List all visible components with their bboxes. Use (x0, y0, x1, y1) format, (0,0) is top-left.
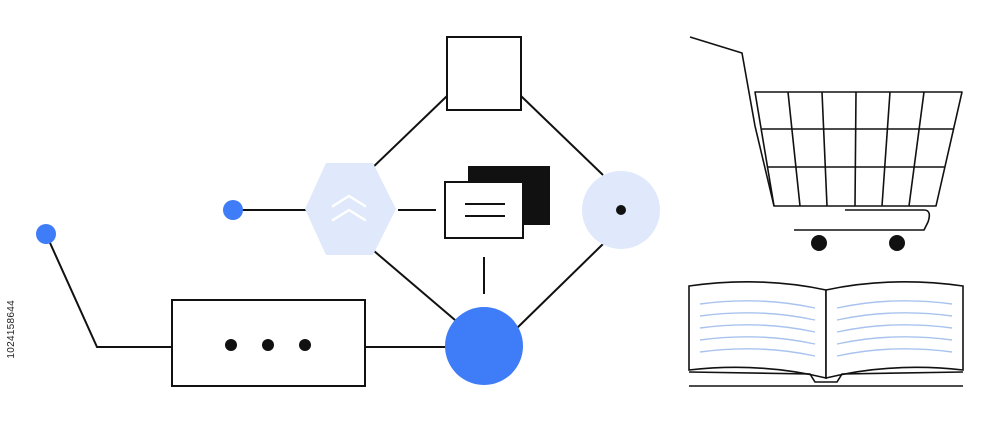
network-diagram (45, 95, 604, 348)
shopping-cart-icon (689, 36, 963, 231)
connector-bottom-right (514, 243, 604, 331)
cart-base (794, 209, 931, 231)
connector-top-right (520, 95, 604, 176)
book-text-lines (699, 300, 953, 357)
small-node-far-left (36, 224, 56, 244)
message-bubble-front (444, 181, 524, 239)
ellipsis-box (171, 299, 366, 387)
three-dots-icon (225, 339, 311, 351)
connector-bottom-left (366, 244, 456, 321)
cart-wheel-right (889, 235, 905, 251)
hexagon-shape (305, 163, 396, 255)
watermark-side-id: 1024158644 (6, 300, 17, 359)
hub-node (445, 307, 523, 385)
square-node (446, 36, 522, 111)
message-bubbles-icon (444, 166, 550, 239)
book-cover-layer-1 (688, 371, 964, 383)
target-node-dot (616, 205, 626, 215)
cart-handle (689, 36, 775, 207)
cart-basket (754, 91, 963, 207)
open-book-icon (688, 281, 964, 387)
hexagon-node (305, 163, 396, 255)
chevrons-up-icon (331, 194, 367, 222)
small-node-left (223, 200, 243, 220)
connector-far-left (45, 233, 172, 348)
cart-wheel-left (811, 235, 827, 251)
target-node (582, 171, 660, 249)
connector-top-left (367, 95, 448, 173)
